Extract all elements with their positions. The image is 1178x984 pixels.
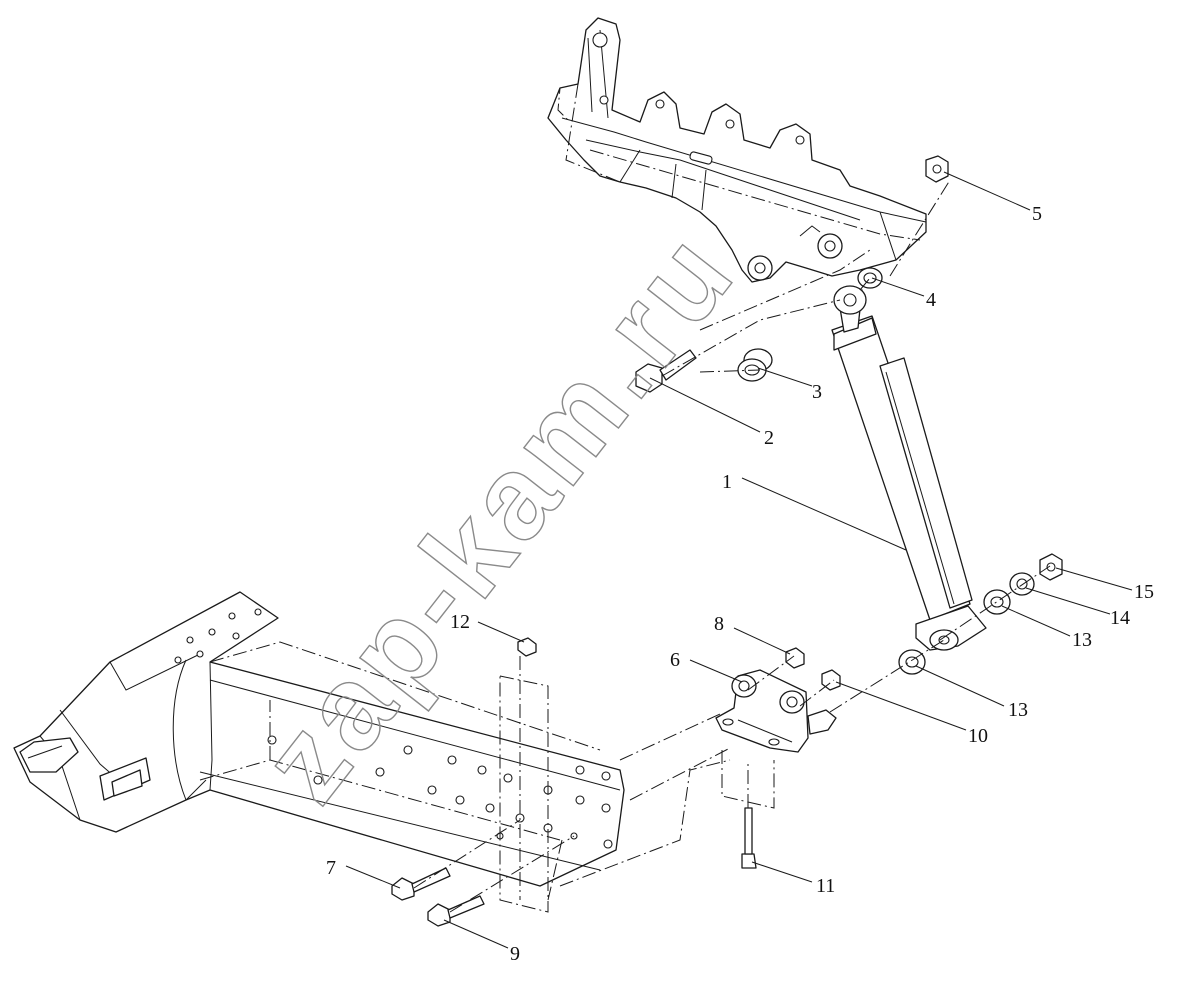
- callout-15: 15: [1134, 581, 1154, 603]
- nut-12: [517, 637, 537, 657]
- callout-3: 3: [812, 381, 822, 403]
- bolt-7: [391, 867, 451, 901]
- callout-8: 8: [714, 613, 724, 635]
- callout-6: 6: [670, 649, 680, 671]
- callout-12: 12: [450, 611, 470, 633]
- callout-1: 1: [722, 471, 732, 493]
- callout-labels: 1 2 3 4 5 6 7 8 9 10 11 12 13 13 14 15: [326, 203, 1154, 965]
- washer-4: [857, 267, 883, 289]
- callout-9: 9: [510, 943, 520, 965]
- leader-lines: [345, 171, 1133, 949]
- callout-13-lower: 13: [1008, 699, 1028, 721]
- nut-15: [1039, 553, 1063, 581]
- callout-2: 2: [764, 427, 774, 449]
- nut-5: [925, 155, 949, 183]
- lower-mount-bracket: [715, 669, 837, 753]
- washer-13-upper: [983, 589, 1011, 615]
- callout-11: 11: [816, 875, 835, 897]
- frame-rail: [13, 591, 625, 887]
- callout-14: 14: [1110, 607, 1130, 629]
- callout-4: 4: [926, 289, 936, 311]
- washer-13-lower: [898, 649, 926, 675]
- frame-holes: [174, 608, 613, 849]
- callout-7: 7: [326, 857, 336, 879]
- callout-5: 5: [1032, 203, 1042, 225]
- watermark: zap-kam.ru: [236, 207, 760, 826]
- assembly-lines: [199, 83, 1051, 913]
- bushing-3: [737, 348, 773, 382]
- upper-bracket: [547, 17, 927, 283]
- nut-8: [785, 647, 805, 669]
- bolt-11: [741, 807, 757, 869]
- nut-10: [821, 669, 841, 691]
- washer-14: [1009, 572, 1035, 596]
- callout-13-upper: 13: [1072, 629, 1092, 651]
- bolt-9: [427, 895, 485, 927]
- callout-10: 10: [968, 725, 988, 747]
- hydraulic-cylinder: [831, 285, 987, 651]
